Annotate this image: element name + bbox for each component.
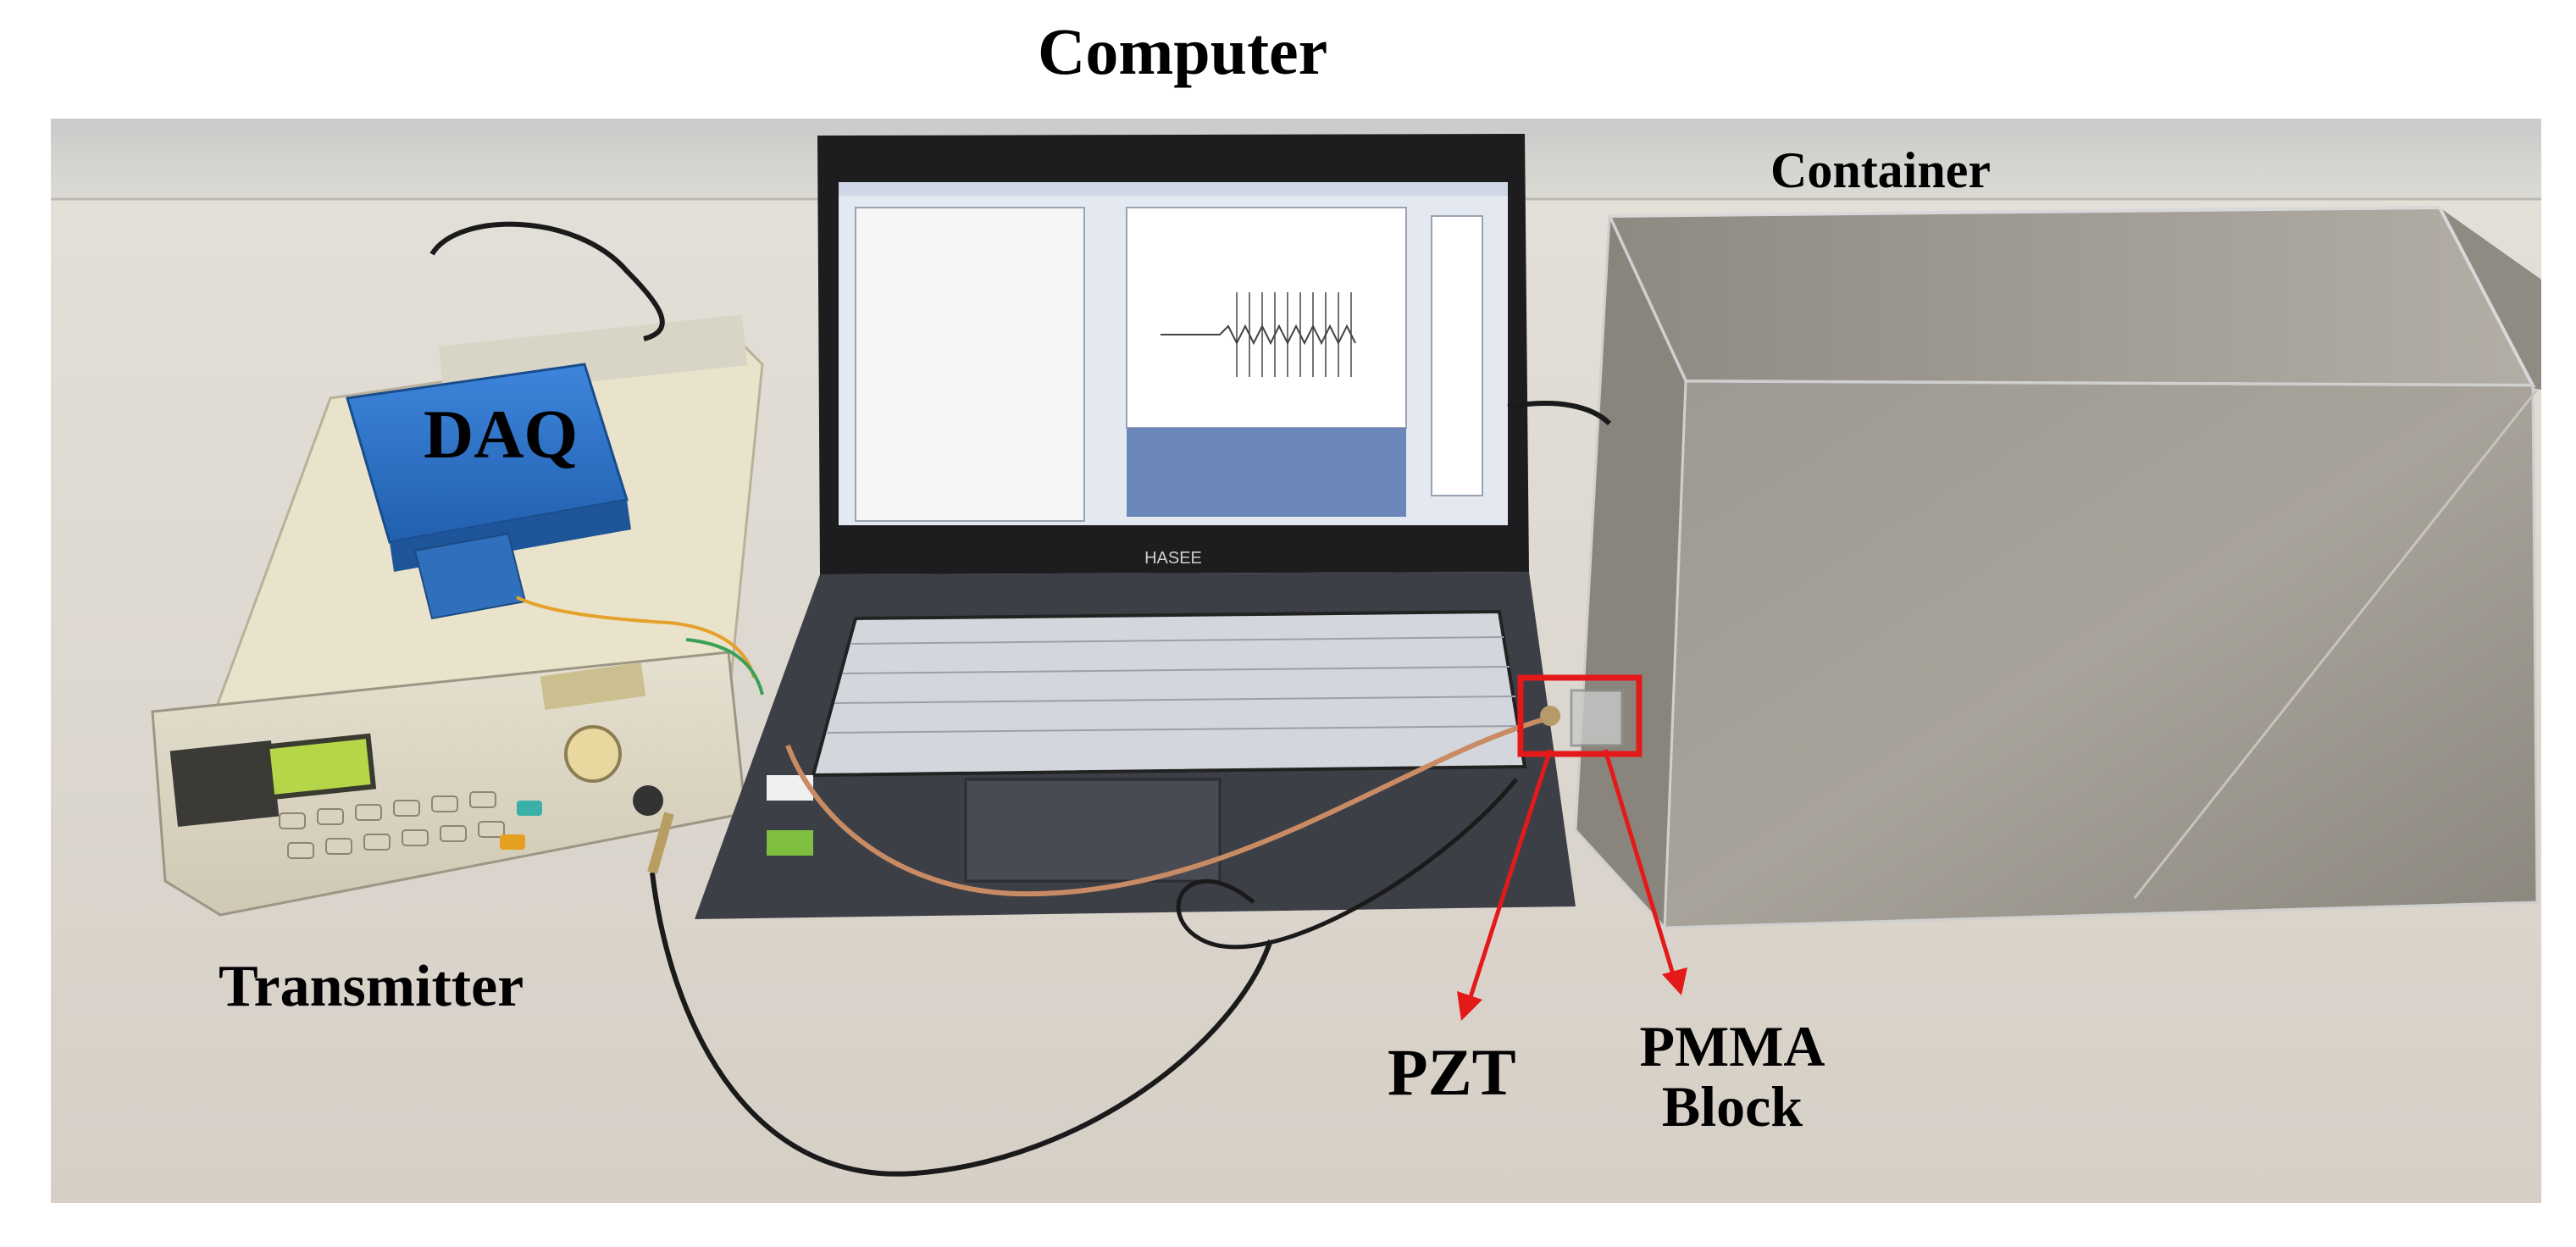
laptop-brand-logo: HASEE xyxy=(1144,549,1202,568)
label-container: Container xyxy=(1770,142,1991,198)
label-pmma-block: PMMA Block xyxy=(1622,1014,1842,1139)
label-transmitter: Transmitter xyxy=(219,954,524,1019)
label-computer: Computer xyxy=(1038,14,1328,88)
laptop-keyboard xyxy=(811,609,1527,778)
pmma-block xyxy=(1540,689,1624,747)
pzt-highlight-box xyxy=(1517,674,1643,757)
steel-container xyxy=(1574,205,2541,931)
cables xyxy=(429,221,1612,1177)
pzt-arrow xyxy=(1467,749,1553,1000)
annotation-overlay xyxy=(1457,674,1687,1021)
label-pmma: PMMA xyxy=(1639,1014,1825,1078)
label-block: Block xyxy=(1661,1074,1803,1139)
label-pzt: PZT xyxy=(1388,1035,1516,1109)
laptop: HASEE xyxy=(695,134,1576,919)
label-daq: DAQ xyxy=(424,396,579,473)
pmma-arrow xyxy=(1603,749,1676,975)
daq-device xyxy=(346,363,631,620)
